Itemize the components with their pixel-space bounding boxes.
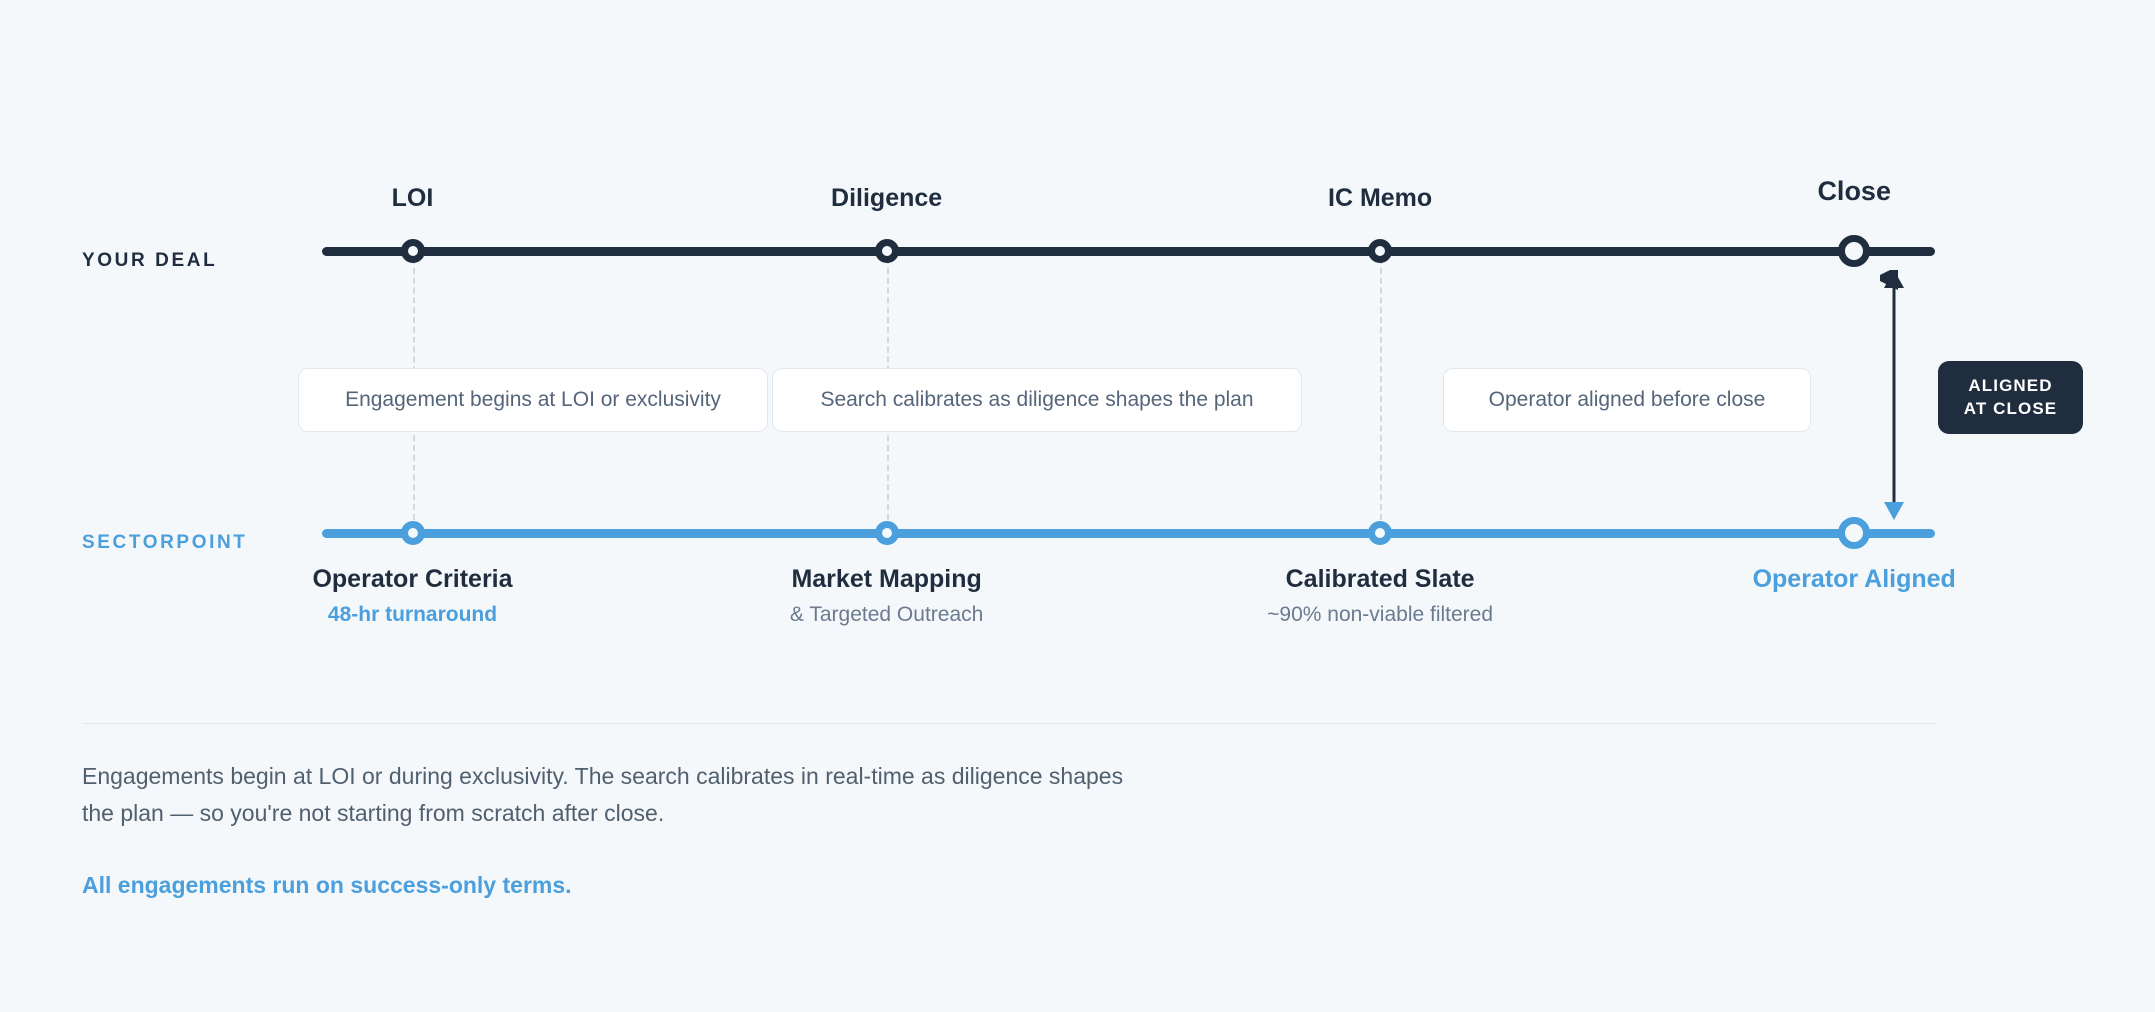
- stage-label-0: Operator Criteria 48-hr turnaround: [312, 565, 512, 627]
- milestone-label-2: IC Memo: [1328, 184, 1433, 212]
- row-label-your-deal: YOUR DEAL: [82, 250, 218, 271]
- stage-title-1: Market Mapping: [791, 565, 982, 593]
- milestone-node-top-1: [874, 239, 899, 263]
- milestone-label-3: Close: [1817, 176, 1891, 206]
- sectorpoint-timeline-track: [322, 529, 1935, 538]
- milestone-node-bottom-2: [1368, 521, 1393, 545]
- stage-label-3: Operator Aligned: [1753, 565, 1956, 594]
- footer-note: All engagements run on success-only term…: [82, 872, 572, 898]
- callout-box-0: Engagement begins at LOI or exclusivity: [298, 368, 768, 432]
- deal-timeline-track: [322, 247, 1935, 256]
- milestone-node-top-0: [400, 239, 425, 263]
- badge-line-2: AT CLOSE: [1963, 398, 2058, 418]
- callout-box-1: Search calibrates as diligence shapes th…: [772, 368, 1302, 432]
- stage-title-3: Operator Aligned: [1752, 565, 1956, 593]
- milestone-label-1: Diligence: [831, 184, 943, 212]
- stage-title-0: Operator Criteria: [312, 565, 513, 593]
- stage-title-2: Calibrated Slate: [1285, 565, 1475, 593]
- aligned-at-close-badge: ALIGNED AT CLOSE: [1938, 361, 2083, 434]
- milestone-label-0: LOI: [391, 184, 434, 212]
- footer-paragraph: Engagements begin at LOI or during exclu…: [82, 763, 1124, 827]
- milestone-node-bottom-3: [1838, 517, 1871, 549]
- section-divider: [82, 723, 1936, 724]
- dashed-connector-2: [1380, 258, 1383, 520]
- row-label-sectorpoint: SECTORPOINT: [82, 532, 248, 553]
- milestone-node-bottom-1: [874, 521, 899, 545]
- badge-line-1: ALIGNED: [1968, 375, 2053, 395]
- milestone-node-top-2: [1368, 239, 1393, 263]
- stage-label-1: Market Mapping & Targeted Outreach: [790, 565, 983, 627]
- stage-sub-2: ~90% non-viable filtered: [1267, 602, 1494, 626]
- milestone-node-bottom-0: [400, 521, 425, 545]
- stage-sub-1: & Targeted Outreach: [789, 602, 984, 626]
- milestone-node-top-3: [1838, 235, 1871, 267]
- callout-box-2: Operator aligned before close: [1443, 368, 1811, 432]
- stage-sub-0: 48-hr turnaround: [327, 602, 498, 626]
- alignment-double-arrow-icon: [1880, 270, 1904, 520]
- stage-label-2: Calibrated Slate ~90% non-viable filtered: [1267, 565, 1493, 627]
